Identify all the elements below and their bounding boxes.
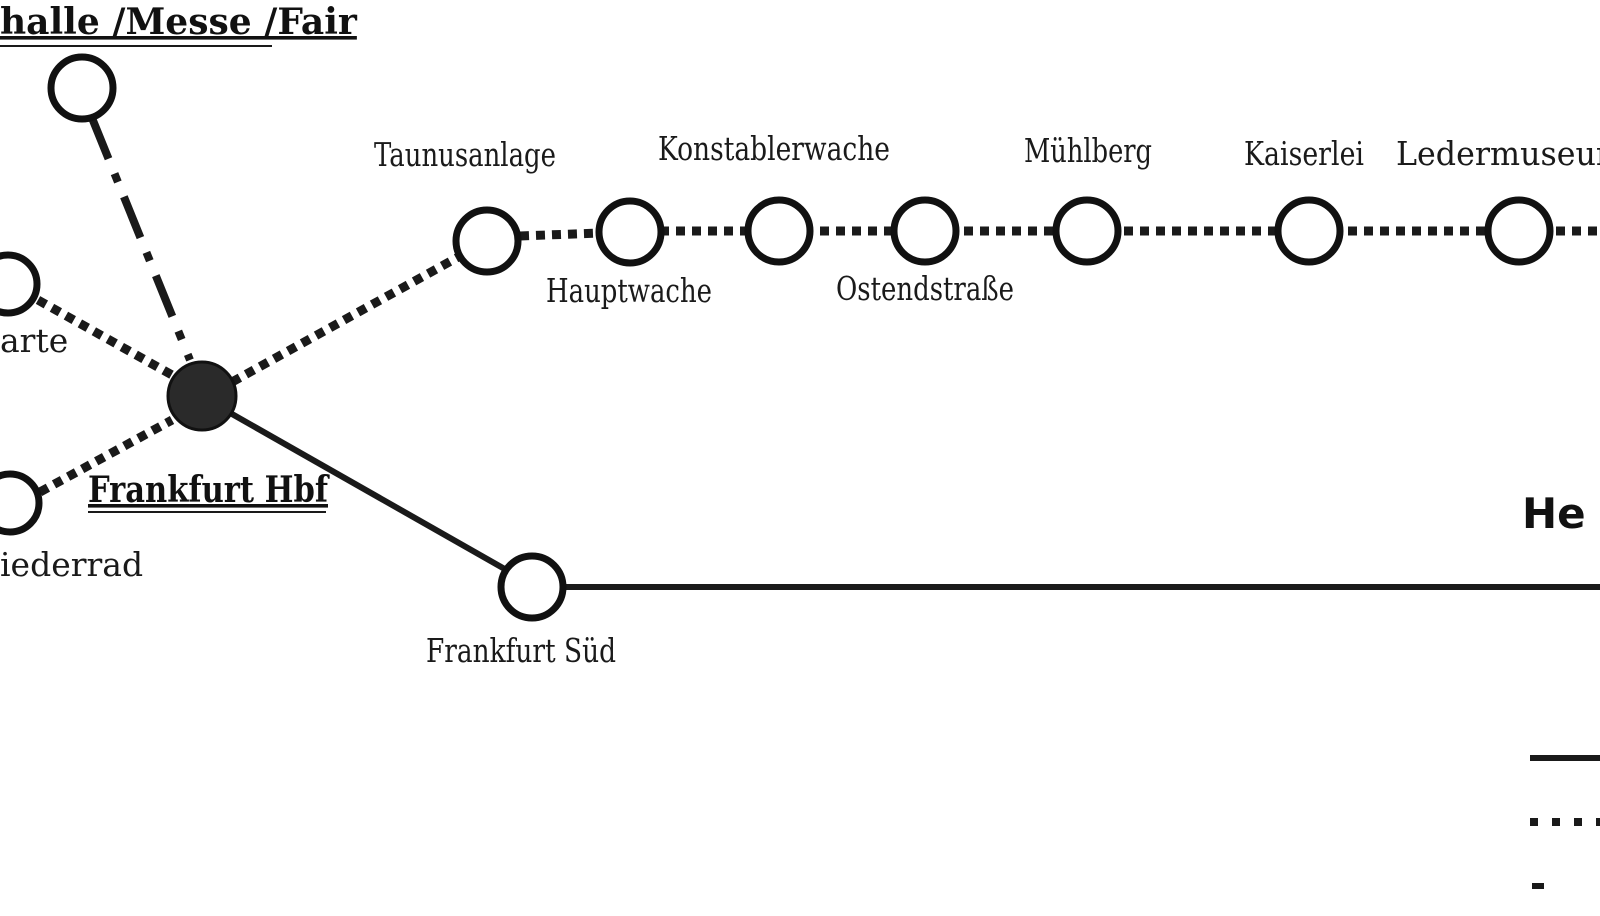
station-konstablerwache[interactable] [744,196,814,266]
label-konstablerwache: Konstablerwache [658,129,890,168]
station-warte[interactable] [0,251,41,317]
station-muehlberg[interactable] [1052,196,1122,266]
station-ledermuseum[interactable] [1484,196,1554,266]
station-niederrad[interactable] [0,470,43,536]
label-niederrad: iederrad [0,545,143,584]
label-ostendstrasse: Ostendstraße [836,269,1014,308]
label-festhalle: halle /Messe /Fair [0,1,358,43]
line-taunusanlage-hauptwache [519,228,601,241]
station-hbf[interactable] [166,360,238,432]
label-muehlberg: Mühlberg [1024,131,1152,170]
line-hbf-to-sued [230,411,512,575]
station-sued[interactable] [497,552,567,622]
label-hauptwache: Hauptwache [546,271,712,310]
station-ostendstrasse[interactable] [890,196,960,266]
legend-title: He [1522,489,1586,538]
label-hbf: Frankfurt Hbf [88,469,330,511]
label-sued: Frankfurt Süd [426,631,616,670]
station-taunusanlage[interactable] [452,206,522,276]
station-hauptwache[interactable] [595,197,665,267]
station-kaiserlei[interactable] [1274,196,1344,266]
label-kaiserlei: Kaiserlei [1244,134,1364,173]
label-ledermuseum: Ledermuseum [1396,134,1600,173]
label-taunusanlage: Taunusanlage [374,135,556,174]
station-festhalle[interactable] [47,53,117,123]
line-hbf-to-taunusanlage [229,252,463,386]
label-warte: arte [0,321,68,360]
line-festhalle-to-hbf [88,116,194,362]
